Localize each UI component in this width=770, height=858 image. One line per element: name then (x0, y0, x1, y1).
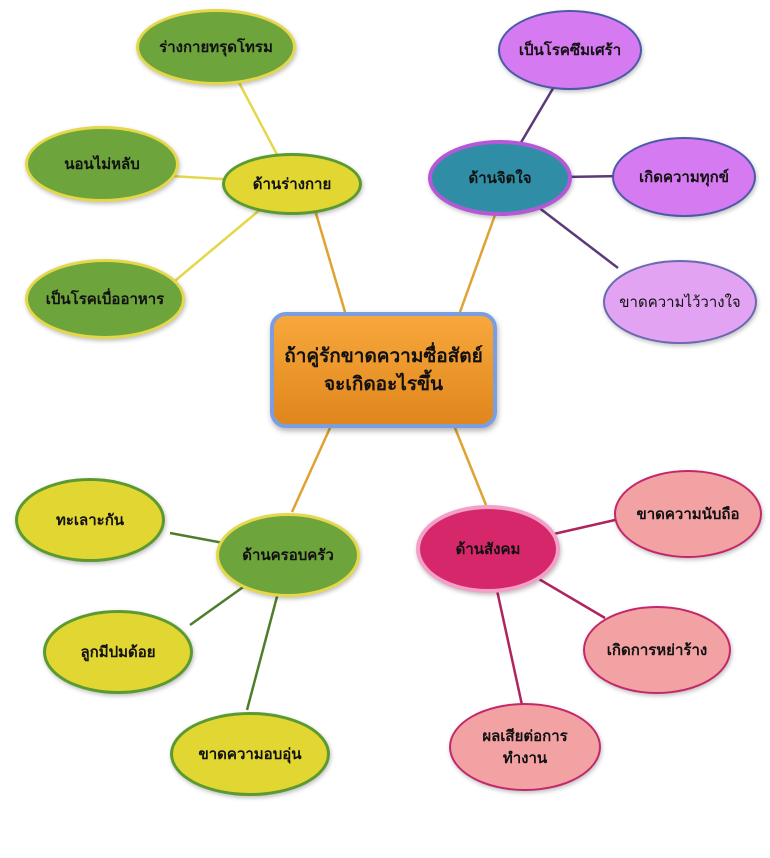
leaf-social-3-line1: ผลเสียต่อการ (482, 726, 568, 745)
leaf-social-1: ขาดความนับถือ (614, 470, 762, 558)
link-center-social (453, 427, 488, 506)
leaf-social-3: ผลเสียต่อการ ทำงาน (449, 703, 601, 791)
leaf-physical-1: ร่างกายทรุดโทรม (136, 9, 296, 85)
branch-mental: ด้านจิตใจ (428, 140, 572, 216)
leaf-family-1: ทะเลาะกัน (15, 478, 165, 562)
leaf-physical-2: นอนไม่หลับ (25, 126, 179, 202)
leaf-physical-3: เป็นโรคเบื่ออาหาร (25, 259, 185, 339)
leaf-social-3-line2: ทำงาน (502, 749, 548, 767)
link-center-physical (313, 209, 347, 313)
branch-physical: ด้านร่างกาย (222, 153, 362, 215)
leaf-family-3: ขาดความอบอุ่น (170, 712, 330, 796)
leaf-mental-2: เกิดความทุกข์ (612, 137, 756, 217)
link-center-family (290, 427, 332, 513)
leaf-family-2: ลูกมีปมด้อย (43, 610, 193, 694)
branch-family: ด้านครอบครัว (216, 513, 360, 597)
leaf-mental-1: เป็นโรคซึมเศร้า (498, 10, 642, 90)
central-topic-line1: ถ้าคู่รักขาดความซื่อสัตย์ (284, 344, 483, 367)
central-topic-line2: จะเกิดอะไรขึ้น (323, 373, 444, 395)
central-topic: ถ้าคู่รักขาดความซื่อสัตย์ จะเกิดอะไรขึ้น (270, 312, 497, 428)
leaf-mental-3: ขาดความไว้วางใจ (603, 260, 757, 344)
leaf-social-2: เกิดการหย่าร้าง (583, 606, 731, 694)
link-center-mental (458, 214, 497, 313)
branch-social: ด้านสังคม (416, 505, 560, 593)
